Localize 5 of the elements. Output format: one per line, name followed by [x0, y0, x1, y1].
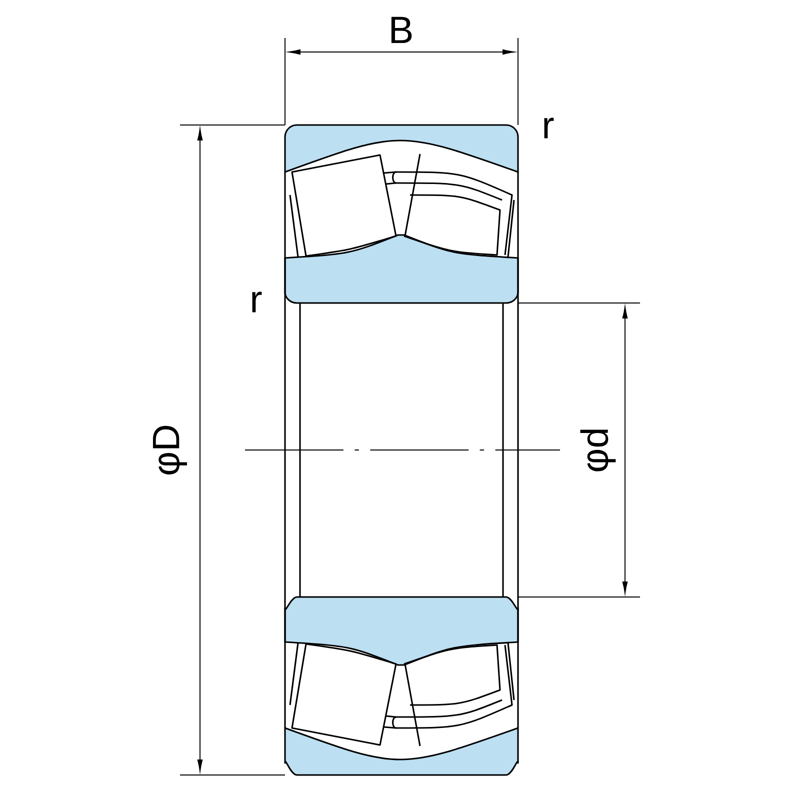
dimension-label: B [391, 16, 412, 44]
dimension-label: φD [153, 426, 187, 474]
dimension-label: φd [580, 430, 616, 472]
radius-label: r [544, 118, 554, 138]
radius-label: r [252, 292, 262, 312]
